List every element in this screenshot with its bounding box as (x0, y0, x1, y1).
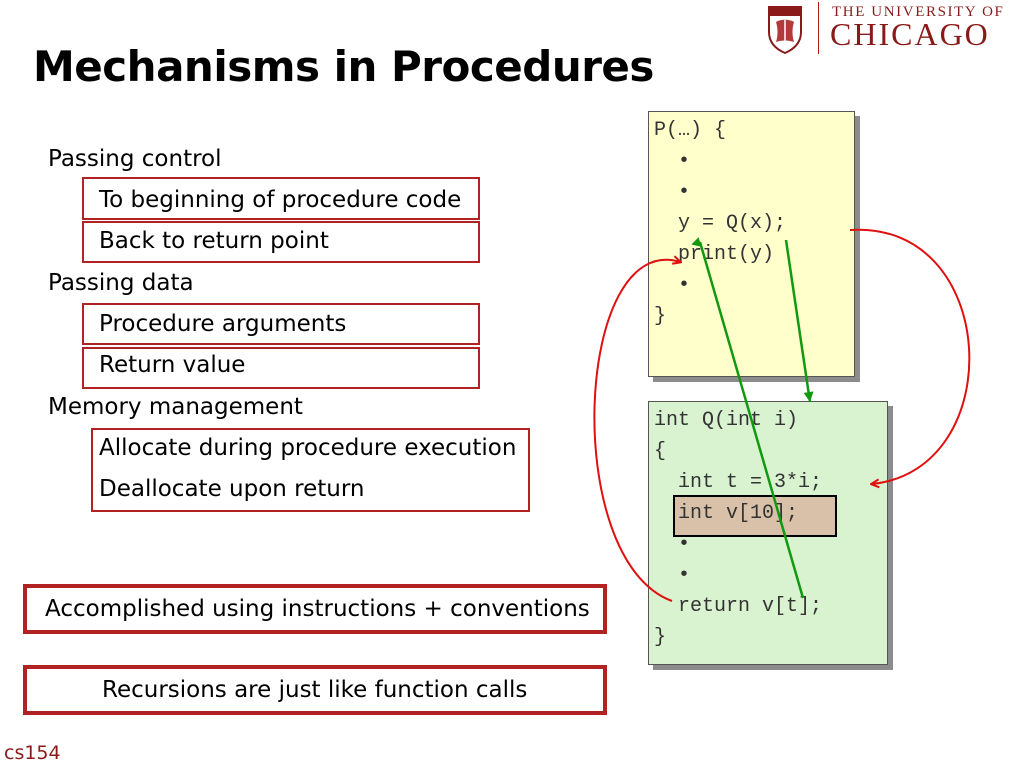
code-box-p (648, 111, 855, 377)
array-allocation-highlight (673, 495, 837, 537)
callout-recursion-box (23, 665, 607, 715)
code-q-line-1: int Q(int i) (654, 409, 799, 432)
return-value-arrow (691, 237, 805, 599)
code-p-line-2: • (654, 150, 691, 173)
control-item-1: To beginning of procedure code (99, 187, 462, 213)
argument-arrow (784, 239, 814, 403)
code-p-line-3: • (654, 181, 691, 204)
code-p-line-6: • (654, 274, 691, 297)
data-item-2: Return value (99, 352, 246, 378)
memory-items-box (91, 428, 530, 512)
course-footer: cs154 (4, 742, 61, 764)
control-item-box-1 (82, 177, 480, 220)
logo-separator (818, 2, 819, 54)
memory-item-2: Deallocate upon return (99, 476, 365, 502)
code-p-line-7: } (654, 305, 667, 328)
code-q-line-5: • (654, 533, 691, 556)
return-arrow (593, 260, 680, 602)
crest-icon (768, 6, 802, 54)
code-q-line-7: return v[t]; (654, 595, 823, 618)
logo-line1: THE UNIVERSITY OF (832, 4, 1005, 20)
code-p-line-1: P(…) { (654, 119, 727, 142)
control-item-box-2 (82, 221, 480, 263)
section-heading-memory: Memory management (48, 394, 303, 420)
code-p-line-4: y = Q(x); (654, 212, 787, 235)
callout-recursion: Recursions are just like function calls (102, 677, 528, 703)
data-item-1: Procedure arguments (99, 311, 347, 337)
university-logo: THE UNIVERSITY OF CHICAGO (766, 2, 1024, 58)
page-title: Mechanisms in Procedures (33, 42, 654, 91)
data-item-box-2 (82, 347, 480, 389)
memory-item-1: Allocate during procedure execution (99, 435, 517, 461)
call-arrow (849, 228, 971, 484)
callout-accomplished-box (23, 584, 607, 634)
callout-accomplished: Accomplished using instructions + conven… (45, 596, 590, 622)
code-q-line-8: } (654, 626, 667, 649)
control-item-2: Back to return point (99, 228, 329, 254)
section-heading-data: Passing data (48, 270, 194, 296)
data-item-box-1 (82, 303, 480, 345)
code-q-line-6: • (654, 564, 691, 587)
code-q-line-2: { (654, 440, 667, 463)
code-q-line-3: int t = 3*i; (654, 471, 823, 494)
logo-line2: CHICAGO (830, 16, 990, 52)
section-heading-control: Passing control (48, 146, 222, 172)
